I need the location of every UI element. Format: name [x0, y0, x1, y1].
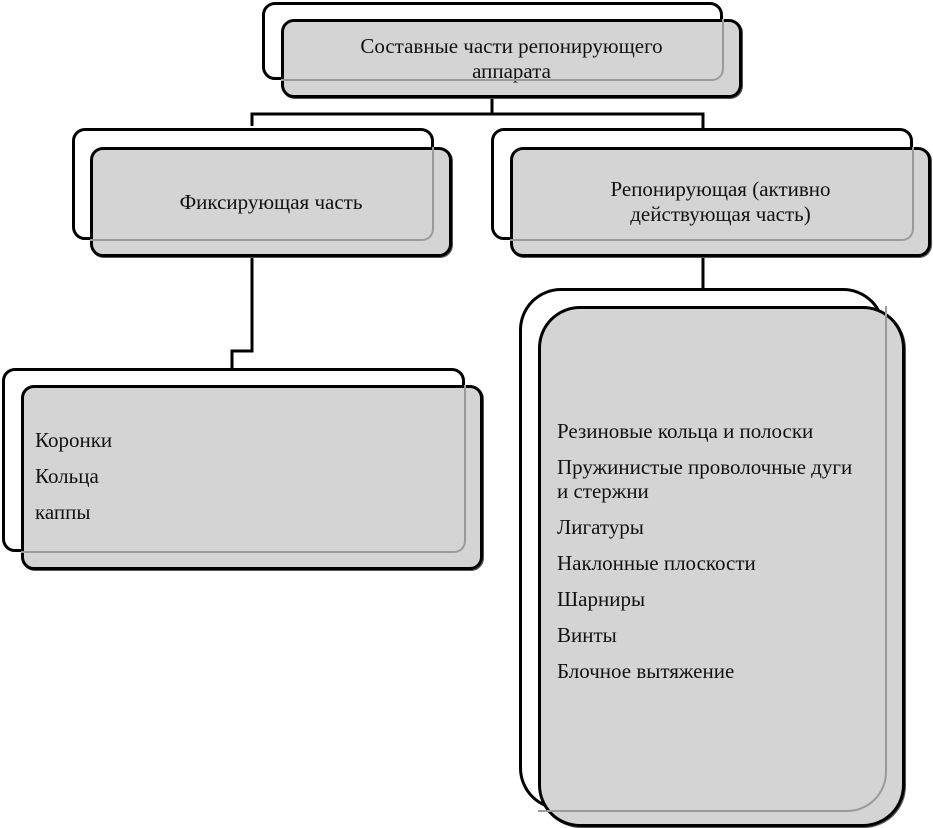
list-item: Пружинистые проволочные дуги и стержни: [557, 455, 853, 503]
connector-root-to-branches: [250, 96, 705, 128]
fixing-node-label: Фиксирующая часть: [179, 189, 363, 214]
list-item: Лигатуры: [557, 515, 644, 539]
fixing-node: Фиксирующая часть: [90, 147, 452, 257]
list-item: Шарниры: [557, 587, 646, 611]
fixing-items-list: Коронки Кольца каппы: [35, 428, 112, 536]
repositioning-node: Репонирующая (активно действующая часть): [510, 147, 931, 257]
root-node-label: Составные части репонирующего аппарата: [360, 33, 663, 83]
list-item: Наклонные плоскости: [557, 551, 756, 575]
list-item: каппы: [35, 500, 91, 524]
repositioning-list-box: [538, 306, 905, 827]
connector-fixing-to-list: [230, 255, 254, 368]
list-item: Кольца: [35, 464, 99, 488]
list-item: Коронки: [35, 428, 113, 452]
root-node: Составные части репонирующего аппарата: [281, 19, 742, 98]
list-item: Резиновые кольца и полоски: [557, 419, 814, 443]
list-item: Винты: [557, 623, 617, 647]
repositioning-items-list: Резиновые кольца и полоски Пружинистые п…: [557, 419, 877, 695]
list-item: Блочное вытяжение: [557, 659, 735, 683]
repositioning-node-label: Репонирующая (активно действующая часть): [610, 177, 831, 226]
fixing-list-box: [21, 385, 483, 570]
